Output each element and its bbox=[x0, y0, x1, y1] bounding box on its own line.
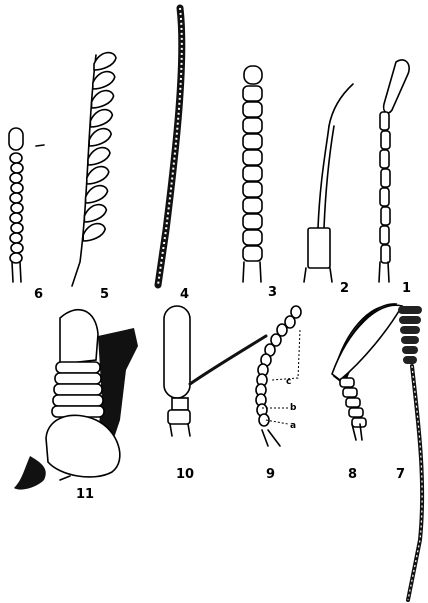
segment bbox=[243, 246, 262, 261]
club-segment bbox=[398, 306, 422, 314]
segment bbox=[381, 131, 390, 149]
segment bbox=[380, 150, 389, 168]
segment bbox=[381, 207, 390, 225]
segment bbox=[10, 233, 22, 243]
label-9: 9 bbox=[266, 467, 275, 482]
segment bbox=[11, 203, 23, 213]
segment bbox=[243, 86, 262, 101]
label-9-c: c bbox=[286, 377, 291, 387]
segment bbox=[243, 118, 262, 133]
antenna-11 bbox=[14, 310, 138, 490]
lobe bbox=[86, 186, 108, 203]
lobe bbox=[94, 53, 116, 70]
segment bbox=[11, 183, 23, 193]
label-2: 2 bbox=[340, 281, 349, 296]
label-6: 6 bbox=[34, 287, 43, 302]
segment bbox=[380, 112, 389, 130]
lobe bbox=[90, 110, 112, 127]
segment bbox=[56, 362, 100, 373]
antenna-2 bbox=[304, 84, 353, 282]
antenna-5 bbox=[72, 53, 116, 286]
segment bbox=[10, 193, 22, 203]
club-segment bbox=[402, 346, 418, 354]
label-11: 11 bbox=[76, 487, 94, 502]
label-7: 7 bbox=[396, 467, 405, 482]
label-1: 1 bbox=[402, 281, 411, 296]
segment bbox=[53, 395, 103, 406]
segment bbox=[10, 213, 22, 223]
segment bbox=[380, 226, 389, 244]
segment bbox=[11, 163, 23, 173]
antenna-10 bbox=[164, 306, 266, 436]
lobe bbox=[87, 167, 109, 184]
segment bbox=[243, 102, 262, 117]
segment bbox=[10, 153, 22, 163]
segment bbox=[381, 245, 390, 263]
label-8: 8 bbox=[348, 467, 357, 482]
label-3: 3 bbox=[268, 285, 277, 300]
segment bbox=[243, 182, 262, 197]
segment bbox=[243, 134, 262, 149]
label-9-a: a bbox=[290, 421, 296, 431]
segment bbox=[349, 408, 363, 417]
segment bbox=[352, 418, 366, 427]
segment bbox=[11, 223, 23, 233]
segment bbox=[346, 398, 360, 407]
segment bbox=[340, 378, 354, 387]
segment bbox=[55, 373, 101, 384]
segment bbox=[343, 388, 357, 397]
segment bbox=[54, 384, 102, 395]
antenna-1 bbox=[379, 60, 409, 282]
segment bbox=[381, 169, 390, 187]
segment bbox=[243, 230, 262, 245]
lobe bbox=[83, 224, 105, 241]
antenna-8 bbox=[332, 304, 402, 440]
lobe bbox=[89, 129, 111, 146]
label-4: 4 bbox=[180, 287, 189, 302]
lobe bbox=[88, 148, 110, 165]
label-5: 5 bbox=[100, 287, 109, 302]
segment bbox=[243, 198, 262, 213]
club-segment bbox=[399, 316, 421, 324]
club-segment bbox=[400, 326, 420, 334]
club-segment bbox=[401, 336, 419, 344]
club-segment bbox=[403, 356, 417, 364]
lobe bbox=[84, 205, 106, 222]
segment bbox=[11, 243, 23, 253]
segment bbox=[243, 214, 262, 229]
lobe bbox=[92, 91, 114, 108]
antenna-3 bbox=[243, 66, 262, 282]
label-10: 10 bbox=[176, 467, 194, 482]
segment bbox=[243, 166, 262, 181]
label-9-b: b bbox=[290, 403, 297, 413]
segment bbox=[380, 188, 389, 206]
antenna-6 bbox=[9, 128, 44, 282]
segment bbox=[10, 173, 22, 183]
antenna-4 bbox=[158, 8, 182, 285]
segment bbox=[243, 150, 262, 165]
antenna-7 bbox=[398, 306, 422, 600]
lobe bbox=[93, 72, 115, 89]
